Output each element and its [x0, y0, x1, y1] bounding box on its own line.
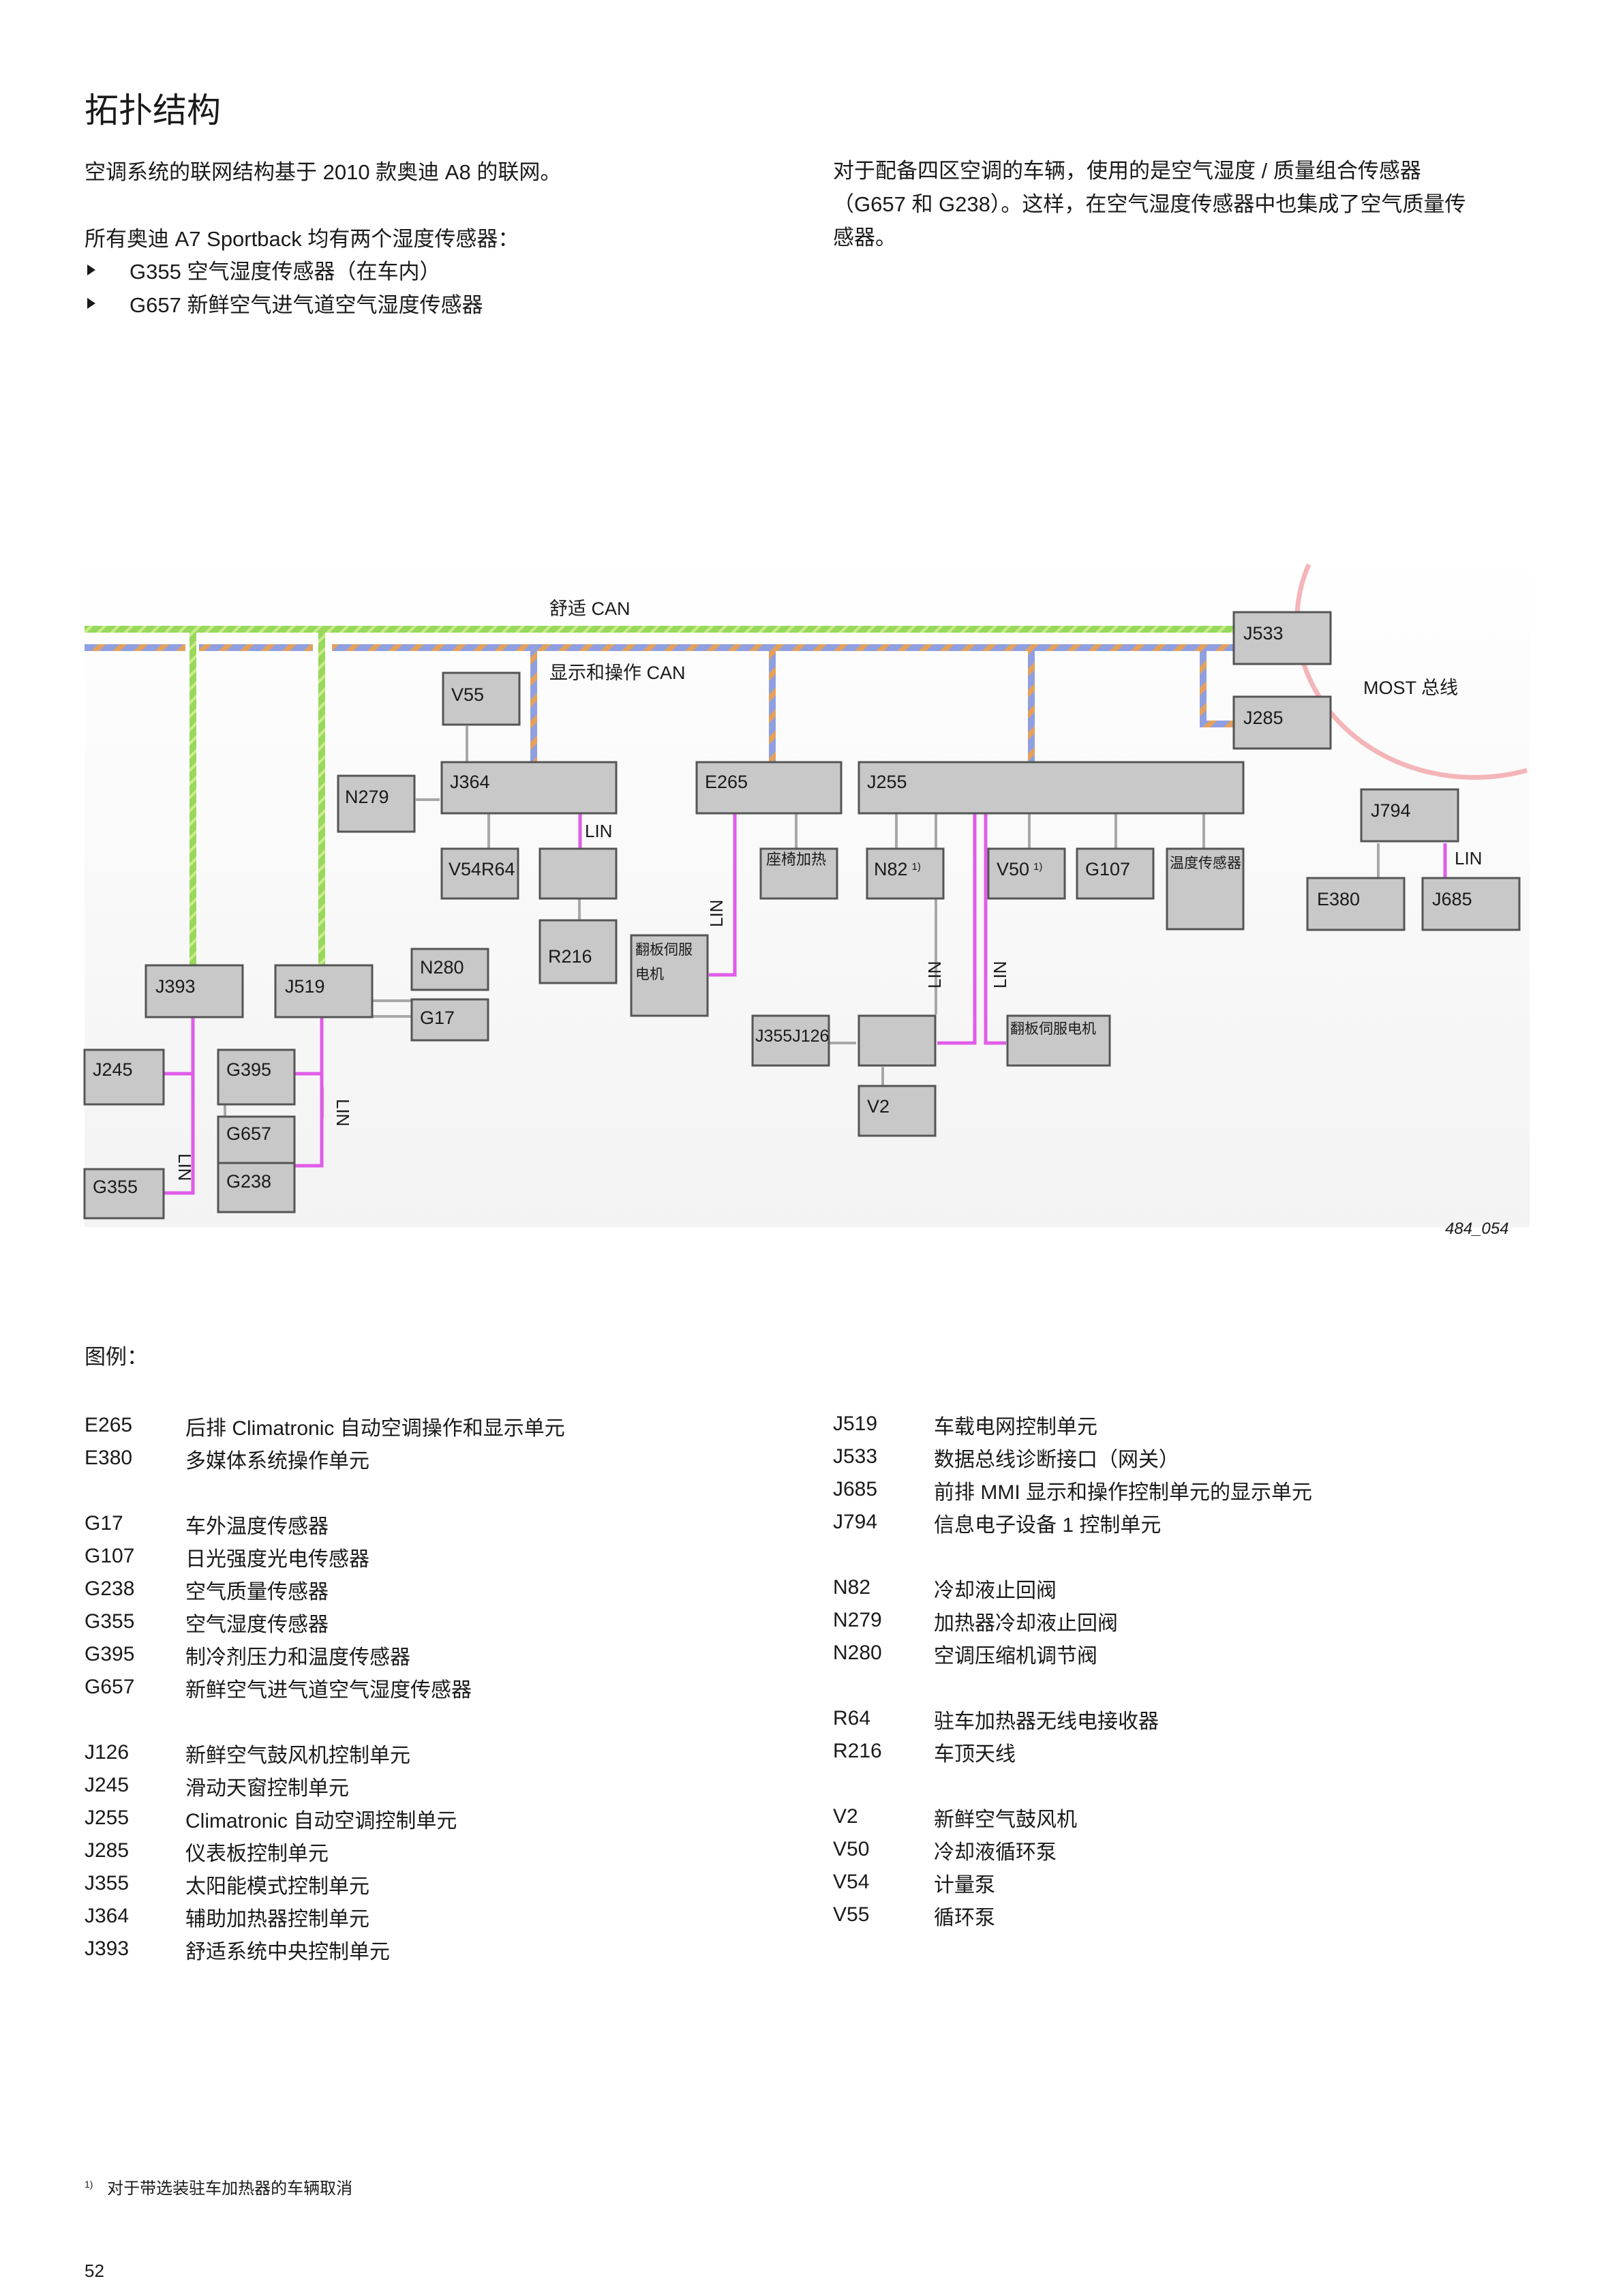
- bullet-triangle-icon: [87, 298, 95, 309]
- intro-right-line: （G657 和 G238）。这样，在空气湿度传感器中也集成了空气质量传: [833, 192, 1466, 216]
- wire-group: [224, 726, 1380, 1118]
- box-flap-servo-2: 翻板伺服电机: [1010, 1021, 1096, 1037]
- box-j255: J255: [867, 772, 907, 792]
- legend-heading: 图例：: [85, 1345, 148, 1369]
- label-lin: LIN: [585, 821, 612, 841]
- topology-diagram: 舒适 CAN 显示和操作 CAN MOST 总线 LIN LIN LIN LIN…: [83, 545, 1530, 1238]
- bullet-triangle-icon: [87, 265, 95, 275]
- bullet-item: G657 新鲜空气进气道空气湿度传感器: [85, 288, 483, 322]
- intro-right-line: 感器。: [833, 226, 896, 250]
- footnote-mark: 1): [85, 2179, 93, 2190]
- footnote: 1) 对于带选装驻车加热器的车辆取消: [85, 2175, 352, 2199]
- box-j685: J685: [1432, 889, 1472, 909]
- box-j285: J285: [1243, 708, 1284, 728]
- intro-line-2: 所有奥迪 A7 Sportback 均有两个湿度传感器：: [85, 227, 519, 251]
- box-e380: E380: [1317, 889, 1360, 909]
- page-title: 拓扑结构: [85, 91, 221, 130]
- label-lin: LIN: [175, 1153, 195, 1181]
- box-n280: N280: [420, 957, 464, 978]
- box-r216: R216: [548, 946, 592, 967]
- box-g238: G238: [226, 1171, 271, 1192]
- intro-right-line: 对于配备四区空调的车辆，使用的是空气湿度 / 质量组合传感器: [833, 159, 1421, 183]
- label-lin: LIN: [706, 900, 727, 927]
- box-humidity-sensor: 温度传感器: [1170, 856, 1241, 871]
- box-seat-heating: 座椅加热: [766, 851, 826, 868]
- figure-id: 484_054: [1445, 1220, 1508, 1238]
- box-e265: E265: [705, 772, 748, 792]
- footnote-text: 对于带选装驻车加热器的车辆取消: [107, 2179, 353, 2198]
- comfort-can-bus: [85, 626, 1242, 980]
- box-j364: J364: [450, 772, 490, 792]
- box-n279: N279: [345, 787, 389, 807]
- label-lin: LIN: [990, 961, 1010, 988]
- box-g395: G395: [226, 1059, 271, 1080]
- box-v55: V55: [451, 684, 484, 705]
- box-g17: G17: [420, 1008, 455, 1028]
- box-g355: G355: [93, 1177, 138, 1197]
- label-lin: LIN: [1455, 848, 1482, 868]
- box-g657: G657: [226, 1123, 271, 1144]
- box-j393: J393: [155, 976, 196, 997]
- box-j245: J245: [93, 1059, 133, 1080]
- label-lin: LIN: [333, 1099, 353, 1126]
- label-comfort-can: 舒适 CAN: [549, 599, 631, 619]
- box-flap-servo-1: 翻板伺服电机: [635, 942, 693, 982]
- page-number: 52: [85, 2261, 104, 2281]
- bullet-item: G355 空气湿度传感器（在车内）: [85, 255, 483, 288]
- box-j794: J794: [1371, 800, 1411, 821]
- box-j519: J519: [285, 976, 325, 997]
- box-v2: V2: [867, 1096, 890, 1117]
- box-j533: J533: [1243, 623, 1284, 644]
- box-g107: G107: [1085, 859, 1130, 879]
- intro-right-paragraph: 对于配备四区空调的车辆，使用的是空气湿度 / 质量组合传感器 （G657 和 G…: [833, 154, 1466, 254]
- intro-line-1: 空调系统的联网结构基于 2010 款奥迪 A8 的联网。: [85, 160, 562, 184]
- display-can-bus: [85, 644, 1242, 764]
- sensor-bullet-list: G355 空气湿度传感器（在车内） G657 新鲜空气进气道空气湿度传感器: [85, 255, 483, 322]
- box-shapes: [83, 611, 1521, 1220]
- label-lin: LIN: [924, 961, 945, 988]
- lin-bus-group: [164, 813, 1447, 1195]
- label-most-bus: MOST 总线: [1363, 678, 1458, 698]
- box-j355j126: J355J126: [755, 1027, 829, 1046]
- box-v54r64: V54R64: [449, 859, 515, 879]
- label-display-can: 显示和操作 CAN: [549, 663, 686, 683]
